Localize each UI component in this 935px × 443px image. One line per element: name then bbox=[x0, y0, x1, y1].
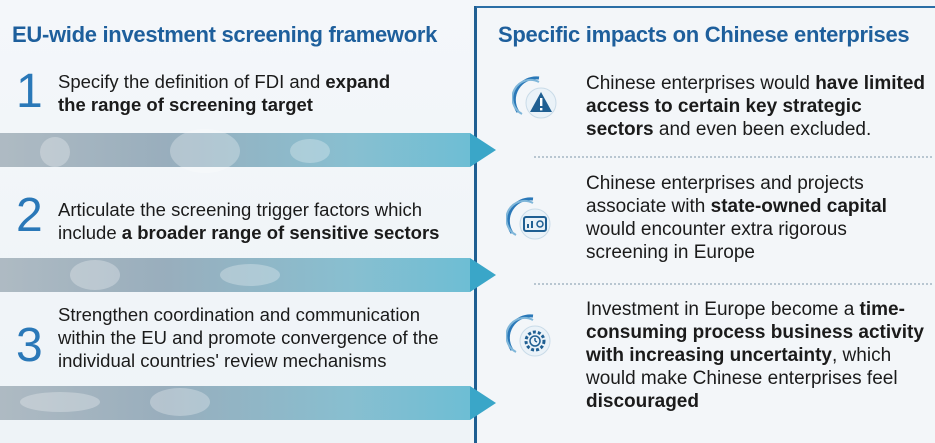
band-1-shape bbox=[290, 139, 330, 163]
band-2-arrow bbox=[470, 258, 496, 292]
step-number-2: 2 bbox=[16, 189, 43, 242]
impact-2-plain-2: would encounter extra rigorous screening… bbox=[586, 219, 847, 263]
divider-top bbox=[476, 6, 935, 8]
left-panel bbox=[0, 0, 470, 443]
image-band-2-fill bbox=[0, 258, 470, 292]
image-band-1 bbox=[0, 129, 496, 173]
impact-text-3: Investment in Europe become a time-consu… bbox=[586, 298, 931, 413]
image-band-3 bbox=[0, 386, 496, 420]
step-text-1: Specify the definition of FDI and expand… bbox=[58, 70, 418, 116]
impact-2-bold: state-owned capital bbox=[710, 196, 887, 217]
monitor-chart-icon bbox=[505, 193, 560, 247]
band-1-shape bbox=[40, 137, 70, 167]
image-band-2 bbox=[0, 258, 496, 292]
impact-3-plain-2: , which would make Chinese enterprises f… bbox=[586, 345, 898, 389]
step-text-3: Strengthen coordination and communicatio… bbox=[58, 303, 466, 372]
impact-text-1: Chinese enterprises would have limited a… bbox=[586, 72, 931, 141]
right-panel bbox=[478, 0, 935, 443]
left-title: EU-wide investment screening framework bbox=[12, 22, 438, 47]
impact-3-bold: time-consuming process business activity… bbox=[586, 299, 924, 366]
step-number-3: 3 bbox=[16, 319, 43, 372]
step-text-2: Articulate the screening trigger factors… bbox=[58, 198, 468, 244]
step-text-3-plain: Strengthen coordination and communicatio… bbox=[58, 304, 439, 371]
band-3-shape bbox=[150, 388, 210, 416]
step-text-2-plain: Articulate the screening trigger factors… bbox=[58, 199, 423, 243]
impact-2-plain: Chinese enterprises and projects associa… bbox=[586, 173, 864, 217]
warning-icon bbox=[511, 72, 566, 126]
dotted-separator-1 bbox=[534, 156, 932, 158]
impact-text-2: Chinese enterprises and projects associa… bbox=[586, 172, 931, 264]
band-1-arrow bbox=[470, 133, 496, 167]
impact-1-plain-2: and even been excluded. bbox=[653, 119, 872, 140]
impact-1-plain: Chinese enterprises would bbox=[586, 73, 816, 94]
band-3-shape bbox=[20, 392, 100, 412]
gear-clock-icon bbox=[505, 310, 560, 364]
band-2-shape bbox=[220, 264, 280, 286]
step-text-1-bold: expand the range of screening target bbox=[58, 71, 391, 115]
step-number-1: 1 bbox=[16, 65, 43, 118]
step-text-1-plain: Specify the definition of FDI and bbox=[58, 71, 326, 92]
image-band-1-fill bbox=[0, 133, 470, 167]
band-3-arrow bbox=[470, 386, 496, 420]
impact-1-bold: have limited access to certain key strat… bbox=[586, 73, 926, 140]
step-text-2-bold: a broader range of sensitive sectors bbox=[121, 222, 440, 243]
band-1-shape bbox=[170, 129, 240, 173]
image-band-3-fill bbox=[0, 386, 470, 420]
band-2-shape bbox=[70, 260, 120, 290]
divider-vertical bbox=[474, 6, 477, 443]
dotted-separator-2 bbox=[534, 283, 932, 285]
impact-3-plain: Investment in Europe become a bbox=[586, 299, 860, 320]
impact-3-bold-2: discouraged bbox=[586, 391, 699, 412]
right-title: Specific impacts on Chinese enterprises bbox=[498, 22, 910, 47]
